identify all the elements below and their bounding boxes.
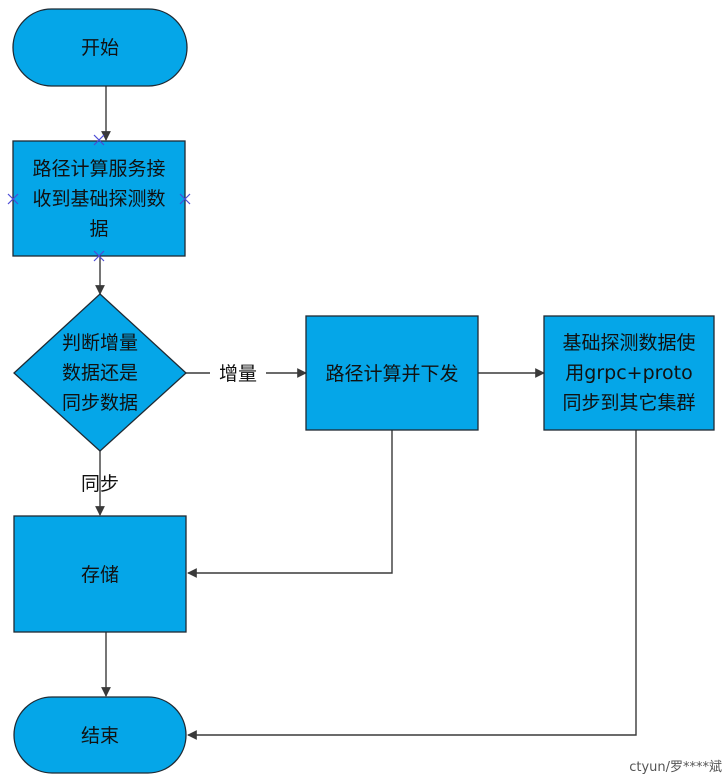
edge-compute-to-store [187,430,393,578]
node-receive-shape [12,140,186,257]
node-decision-shape [13,293,187,452]
edge-label-incremental: 增量 [219,363,257,385]
node-compute[interactable]: 路径计算并下发 [305,315,479,431]
node-decision[interactable]: 判断增量 数据还是 同步数据 [13,293,187,452]
node-compute-shape [305,315,479,431]
selection-handles [7,134,191,262]
node-receive-line-3: 据 [89,218,108,240]
node-sync-line-3: 同步到其它集群 [562,392,695,414]
node-end-label: 结束 [81,725,119,747]
node-compute-label: 路径计算并下发 [325,363,458,385]
node-start-shape [12,8,188,87]
handle-top-cross-icon[interactable] [93,134,105,146]
node-sync-shape [543,315,715,431]
edge-label-bg-incremental [210,359,266,387]
node-store-label: 存储 [81,564,119,586]
node-decision-line-3: 同步数据 [62,392,138,414]
node-decision-line-1: 判断增量 [62,332,138,354]
node-receive-line-1: 路径计算服务接 [32,158,165,180]
edge-label-sync: 同步 [81,473,119,495]
handle-right-cross-icon[interactable] [179,193,191,205]
node-sync[interactable]: 基础探测数据使 用grpc+proto 同步到其它集群 [543,315,715,431]
node-receive[interactable]: 路径计算服务接 收到基础探测数 据 [12,140,186,257]
handle-bottom-cross-icon[interactable] [93,250,105,262]
node-store-shape [13,515,187,633]
node-start[interactable]: 开始 [12,8,188,87]
node-decision-line-2: 数据还是 [62,362,138,384]
watermark: ctyun/罗****斌 [629,760,722,775]
node-sync-line-2: 用grpc+proto [565,362,692,384]
edge-sync-to-end [187,430,637,740]
node-sync-line-1: 基础探测数据使 [562,332,695,354]
handle-left-cross-icon[interactable] [7,193,19,205]
node-receive-line-2: 收到基础探测数 [32,188,165,210]
node-store[interactable]: 存储 [13,515,187,633]
node-start-label: 开始 [81,37,119,59]
node-end[interactable]: 结束 [13,696,187,774]
node-end-shape [13,696,187,774]
